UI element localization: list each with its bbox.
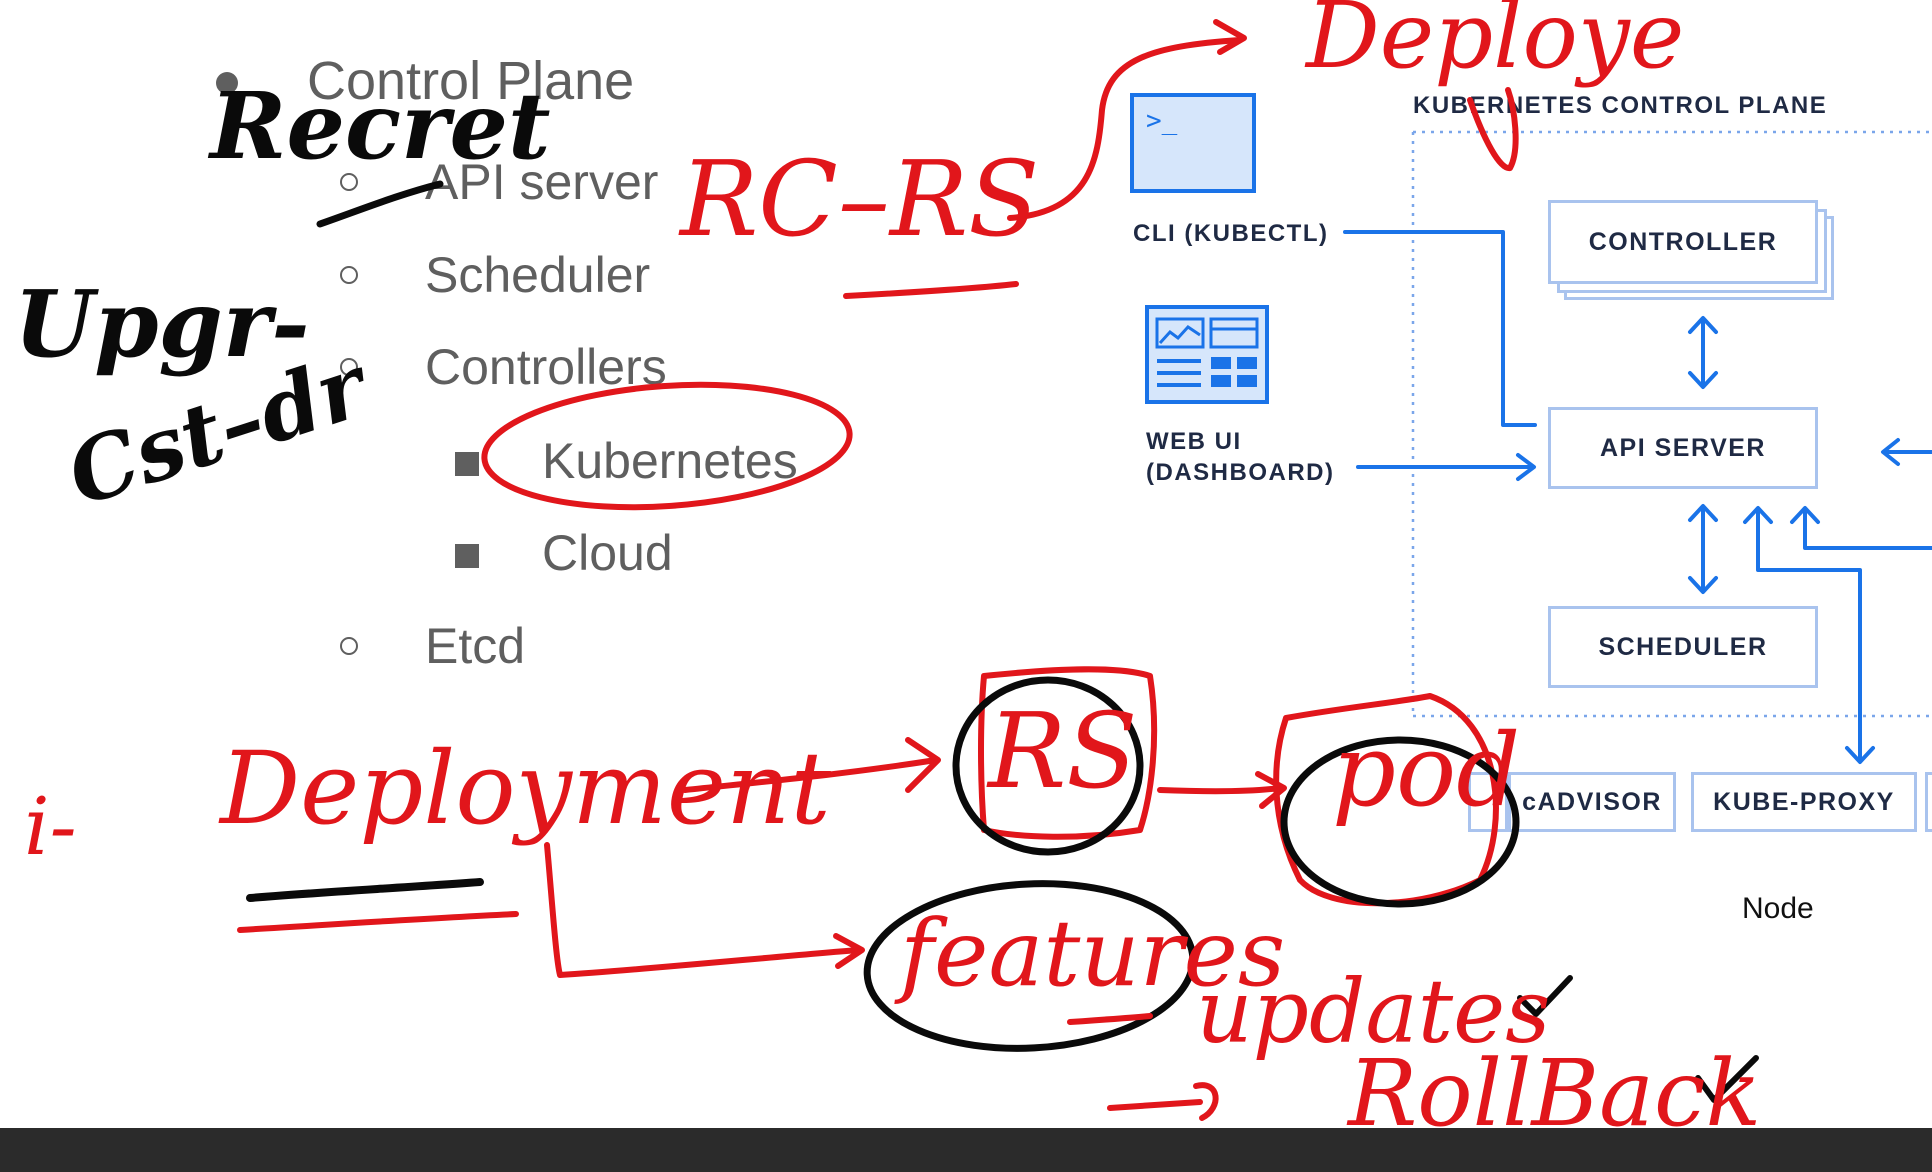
bullet-ring bbox=[340, 173, 358, 191]
webui-label-line1: WEB UI bbox=[1146, 428, 1242, 455]
ink-features: features bbox=[900, 900, 1286, 1007]
controller-box: CONTROLLER bbox=[1548, 200, 1818, 284]
ink-rs: RS bbox=[988, 690, 1138, 812]
ink-upgr: Upgr- bbox=[14, 270, 310, 378]
scheduler-label: SCHEDULER bbox=[1598, 632, 1768, 661]
outline-etcd: Etcd bbox=[425, 618, 526, 674]
bullet-ring bbox=[340, 266, 358, 284]
bottom-bar bbox=[0, 1128, 1932, 1172]
ink-pod: pod bbox=[1332, 712, 1521, 829]
api-server-label: API SERVER bbox=[1600, 433, 1766, 462]
node-box-right bbox=[1925, 772, 1932, 832]
outline-api-server: API server bbox=[425, 154, 659, 210]
cadvisor-label: cADVISOR bbox=[1522, 787, 1662, 816]
ink-deployment: Deployment bbox=[220, 730, 831, 847]
ink-deploye: Deploye bbox=[1306, 0, 1685, 89]
ink-index-mark: i- bbox=[24, 780, 77, 873]
ink-recret: Recret bbox=[210, 72, 551, 180]
bullet-ring bbox=[340, 358, 358, 376]
terminal-icon: >_ bbox=[1130, 93, 1256, 193]
cli-label: CLI (KUBECTL) bbox=[1133, 220, 1329, 247]
bullet-square bbox=[455, 452, 479, 476]
bullet-square bbox=[455, 544, 479, 568]
kube-proxy-label: KUBE-PROXY bbox=[1713, 787, 1895, 816]
dashboard-icon bbox=[1145, 305, 1269, 404]
api-server-box: API SERVER bbox=[1548, 407, 1818, 489]
ink-rc-rs: RC–RS bbox=[680, 138, 1040, 260]
outline-scheduler: Scheduler bbox=[425, 247, 651, 303]
cadvisor-box: cADVISOR bbox=[1508, 772, 1676, 832]
node-label: Node bbox=[1742, 892, 1814, 925]
bullet-ring bbox=[340, 637, 358, 655]
outline-cloud: Cloud bbox=[542, 525, 673, 581]
kube-proxy-box: KUBE-PROXY bbox=[1691, 772, 1917, 832]
webui-label-line2: (DASHBOARD) bbox=[1146, 459, 1335, 486]
cli-prompt: >_ bbox=[1146, 106, 1178, 136]
scheduler-box: SCHEDULER bbox=[1548, 606, 1818, 688]
ink-updates: updates bbox=[1196, 960, 1551, 1063]
diagram-title: KUBERNETES CONTROL PLANE bbox=[1413, 92, 1828, 119]
bullet-dot bbox=[216, 72, 238, 94]
outline-kubernetes: Kubernetes bbox=[542, 433, 798, 489]
outline-control-plane: Control Plane bbox=[307, 51, 635, 111]
outline-controllers: Controllers bbox=[425, 339, 667, 395]
controller-label: CONTROLLER bbox=[1588, 227, 1778, 256]
